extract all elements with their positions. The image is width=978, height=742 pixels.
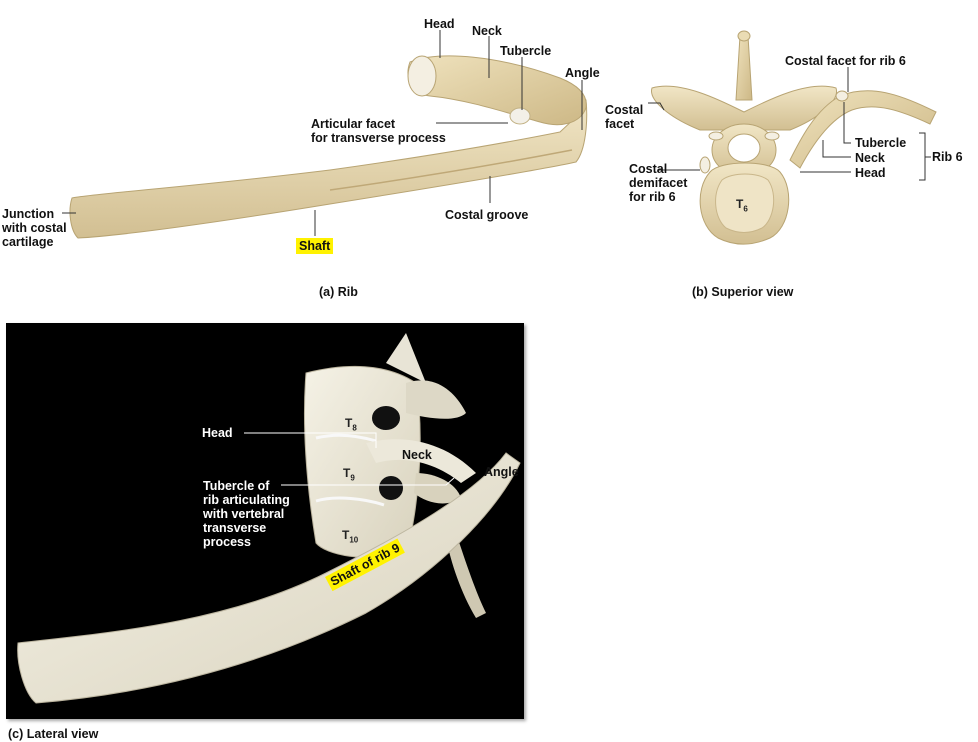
label-c-angle: Angle (484, 465, 519, 479)
label-head: Head (424, 17, 455, 31)
label-c-head: Head (202, 426, 233, 440)
label-vertebra-t10: T10 (342, 528, 359, 545)
label-costal-facet-rib6: Costal facet for rib 6 (785, 54, 906, 68)
label-junction: Junction with costal cartilage (2, 207, 67, 249)
label-c-tubercle: Tubercle of rib articulating with verteb… (203, 479, 290, 549)
label-costal-facet: Costal facet (605, 103, 644, 131)
label-tubercle: Tubercle (500, 44, 552, 58)
label-b-head: Head (855, 166, 886, 180)
caption-superior-view: (b) Superior view (692, 285, 794, 299)
vertebra-superior-illustration (651, 30, 937, 245)
caption-lateral-view: (c) Lateral view (8, 727, 99, 741)
label-c-neck: Neck (402, 448, 432, 462)
label-rib6: Rib 6 (932, 150, 963, 164)
label-vertebra-t6: T6 (736, 197, 748, 214)
caption-rib: (a) Rib (319, 285, 358, 299)
panel-b-leaders (648, 67, 931, 181)
label-vertebra-t9: T9 (343, 466, 355, 483)
lateral-view-photo (6, 323, 524, 719)
label-angle: Angle (565, 66, 600, 80)
label-costal-groove: Costal groove (445, 208, 529, 222)
label-vertebra-t8: T8 (345, 416, 357, 433)
lateral-view-drawing (17, 333, 521, 704)
label-shaft: Shaft (296, 238, 334, 254)
label-b-tubercle: Tubercle (855, 136, 907, 150)
label-b-neck: Neck (855, 151, 885, 165)
label-costal-demifacet: Costal demifacet for rib 6 (629, 162, 688, 204)
label-neck: Neck (472, 24, 502, 38)
label-articular-facet: Articular facet for transverse process (311, 117, 446, 145)
rib-illustration (69, 55, 588, 239)
panel-a-leaders (62, 30, 583, 236)
